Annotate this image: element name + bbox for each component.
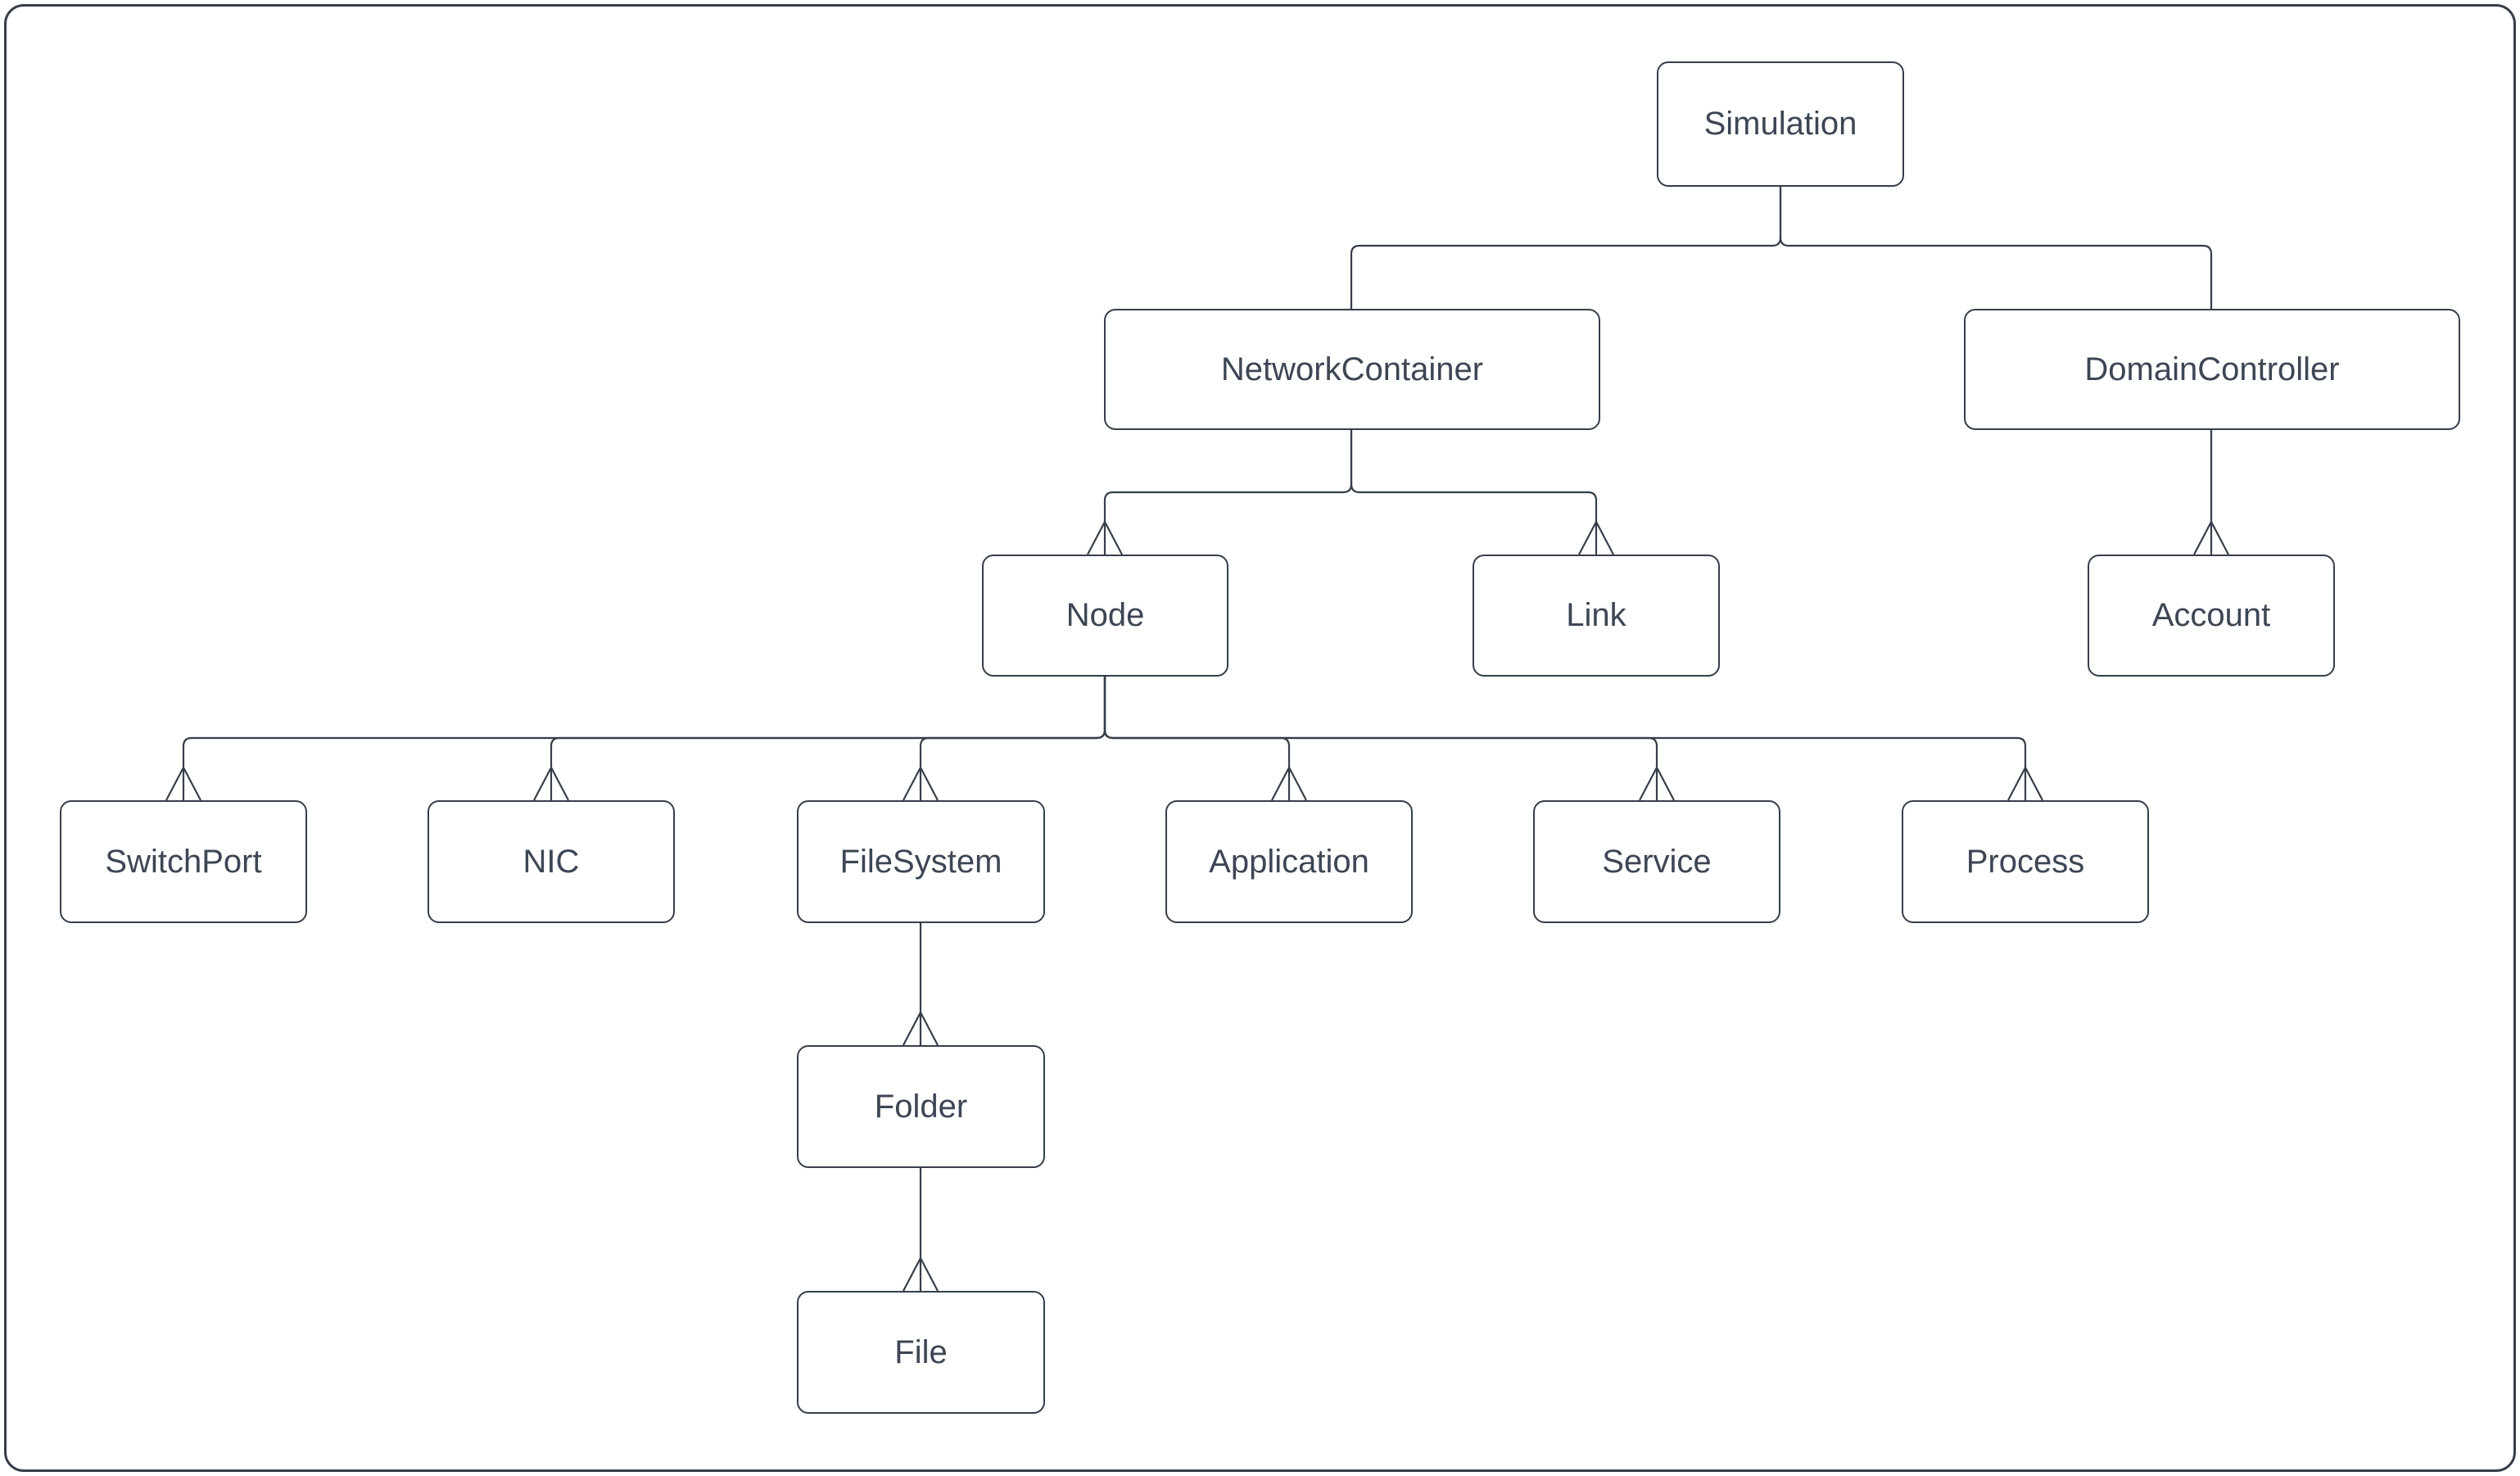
node-service: Service <box>1533 800 1780 923</box>
node-folder: Folder <box>797 1045 1045 1168</box>
edge-networkcontainer-link <box>1350 430 1614 555</box>
node-application: Application <box>1165 800 1413 923</box>
node-account: Account <box>2088 555 2335 677</box>
edge-folder-file <box>903 1168 939 1292</box>
node-node: Node <box>982 555 1228 677</box>
node-file: File <box>797 1291 1045 1414</box>
edge-node-process <box>1103 677 2043 801</box>
node-simulation: Simulation <box>1657 61 1904 187</box>
node-process: Process <box>1902 800 2149 923</box>
node-link: Link <box>1473 555 1720 677</box>
edge-filesystem-folder <box>903 923 939 1046</box>
edge-domaincontroller-account <box>2193 430 2229 555</box>
node-file-system: FileSystem <box>797 800 1045 923</box>
node-domain-controller: DomainController <box>1964 309 2460 430</box>
edge-node-filesystem <box>903 677 1106 801</box>
edge-networkcontainer-node <box>1087 430 1353 555</box>
edge-simulation-networkcontainer <box>1350 187 1782 309</box>
node-nic: NIC <box>428 800 675 923</box>
node-switch-port: SwitchPort <box>60 800 307 923</box>
node-network-container: NetworkContainer <box>1104 309 1600 430</box>
edge-simulation-domaincontroller <box>1779 187 2213 309</box>
